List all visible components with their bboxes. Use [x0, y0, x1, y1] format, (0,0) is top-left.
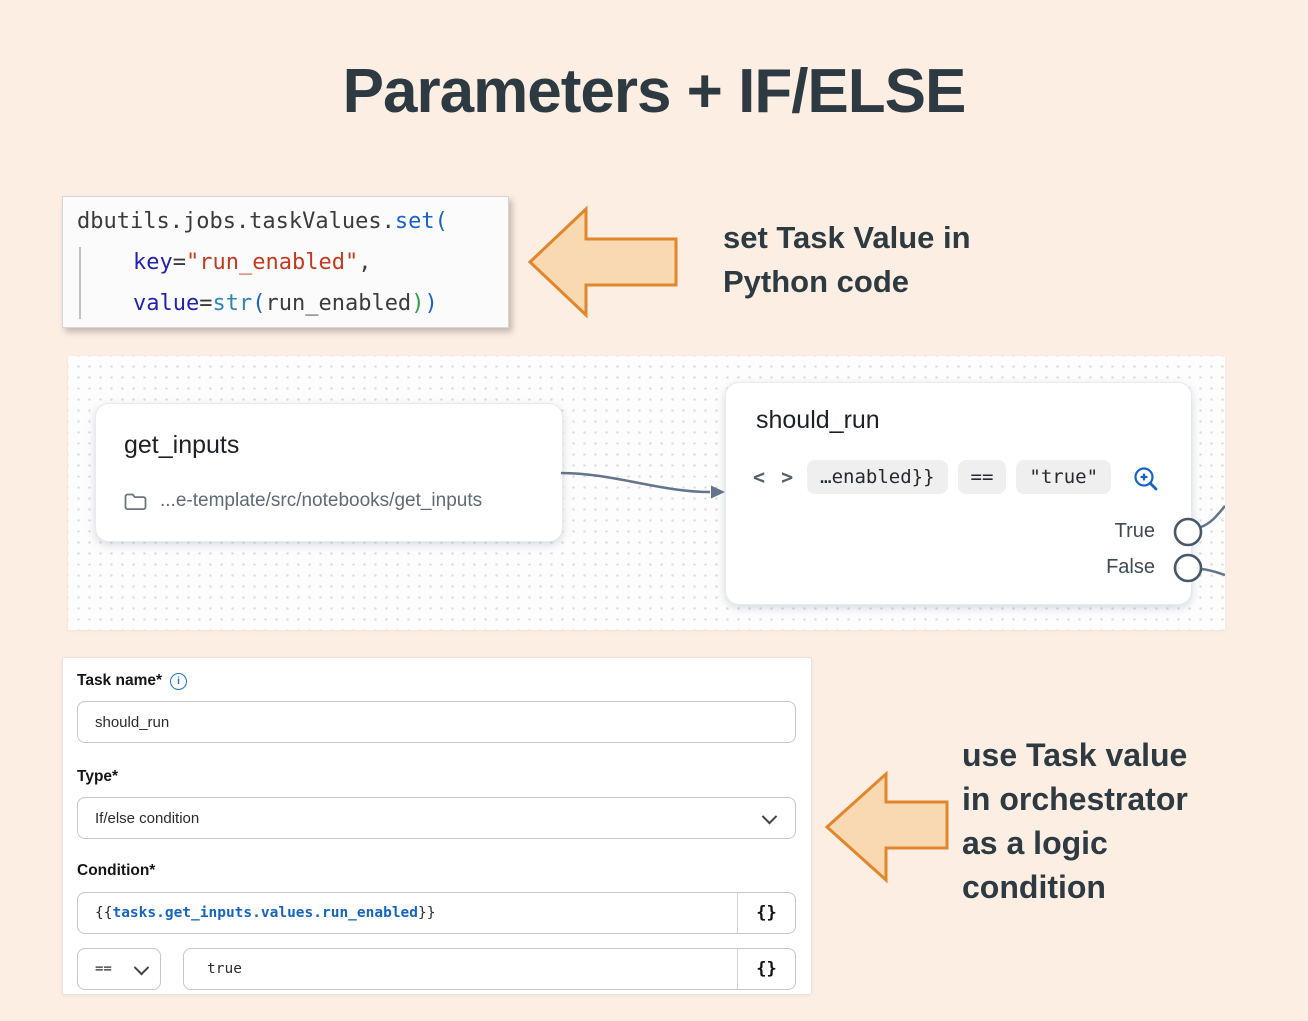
- operator-select[interactable]: ==: [77, 948, 161, 990]
- condition-right-chip: "true": [1016, 460, 1112, 494]
- left-arrow-icon: [527, 205, 678, 319]
- zoom-in-icon[interactable]: [1132, 465, 1160, 493]
- info-icon[interactable]: i: [170, 672, 188, 690]
- code-token: run_enabled: [265, 291, 412, 316]
- annotation-set-task-value: set Task Value in Python code: [723, 216, 971, 304]
- code-token: str: [212, 291, 253, 316]
- type-selected-value: If/else condition: [95, 809, 200, 827]
- condition-label: Condition*: [77, 862, 155, 880]
- code-token: (: [434, 209, 448, 234]
- edge-true-output: [1200, 505, 1225, 529]
- notebook-path: ...e-template/src/notebooks/get_inputs: [160, 490, 483, 511]
- annotation-line: in orchestrator: [962, 781, 1188, 817]
- annotation-line: use Task value: [962, 737, 1188, 773]
- annotation-use-task-value: use Task value in orchestrator as a logi…: [962, 733, 1188, 909]
- edge-arrowhead-icon: [711, 485, 725, 499]
- chevron-down-icon: [761, 808, 778, 825]
- annotation-line: as a logic: [962, 825, 1108, 861]
- code-token: key: [133, 250, 173, 275]
- code-token: ): [411, 291, 425, 316]
- true-port-label: True: [1114, 520, 1155, 542]
- annotation-line: condition: [962, 869, 1106, 905]
- code-token: =: [172, 250, 186, 275]
- code-token: "run_enabled": [186, 250, 359, 275]
- code-brackets-icon: < >: [753, 465, 796, 489]
- type-select[interactable]: If/else condition: [77, 797, 796, 839]
- annotation-line: set Task Value in: [723, 220, 971, 255]
- page-title: Parameters + IF/ELSE: [342, 57, 967, 126]
- condition-open-braces: {{: [95, 905, 113, 921]
- code-token: set: [394, 209, 435, 234]
- code-line-2: key="run_enabled",: [77, 242, 508, 283]
- indent-guide: [79, 247, 81, 319]
- task-name-label-text: Task name*: [77, 672, 163, 689]
- workflow-canvas: get_inputs ...e-template/src/notebooks/g…: [68, 356, 1225, 630]
- chevron-down-icon: [133, 959, 150, 976]
- condition-operator-chip: ==: [957, 460, 1007, 494]
- code-token: ): [424, 291, 438, 316]
- code-token: =: [199, 291, 213, 316]
- true-port-handle[interactable]: [1173, 517, 1203, 547]
- left-arrow-icon: [824, 770, 949, 884]
- operator-value: ==: [95, 961, 112, 977]
- condition-input[interactable]: {{tasks.get_inputs.values.run_enabled}} …: [77, 892, 796, 934]
- condition-label-text: Condition*: [77, 862, 156, 879]
- code-token: ,: [358, 250, 372, 275]
- node-title: get_inputs: [124, 431, 240, 459]
- task-config-panel: Task name* i should_run Type* If/else co…: [62, 657, 812, 995]
- comparison-value: true: [207, 961, 242, 977]
- code-token: dbutils.jobs.taskValues.: [77, 209, 395, 234]
- code-snippet: dbutils.jobs.taskValues.set( key="run_en…: [62, 196, 509, 328]
- code-token: (: [252, 291, 266, 316]
- insert-parameter-button[interactable]: {}: [737, 949, 795, 989]
- code-line-3: value=str(run_enabled)): [77, 283, 508, 324]
- task-name-label: Task name* i: [77, 672, 188, 690]
- insert-parameter-button[interactable]: {}: [737, 893, 795, 933]
- condition-close-braces: }}: [418, 905, 436, 921]
- condition-expression: tasks.get_inputs.values.run_enabled: [112, 905, 419, 921]
- false-port-label: False: [1106, 556, 1155, 578]
- node-title: should_run: [756, 406, 880, 434]
- code-line-1: dbutils.jobs.taskValues.set(: [77, 201, 508, 242]
- comparison-value-input[interactable]: true {}: [183, 948, 796, 990]
- folder-icon: [124, 493, 147, 510]
- edge-false-output: [1200, 567, 1225, 577]
- annotation-line: Python code: [723, 264, 910, 299]
- edge-get-inputs-to-should-run: [560, 471, 711, 494]
- type-label: Type*: [77, 768, 118, 786]
- condition-left-chip: …enabled}}: [807, 460, 948, 494]
- task-name-value: should_run: [95, 713, 170, 731]
- type-label-text: Type*: [77, 768, 119, 785]
- code-token: value: [133, 291, 200, 316]
- node-should-run[interactable]: should_run < > …enabled}} == "true" True…: [725, 382, 1192, 605]
- task-name-input[interactable]: should_run: [77, 701, 796, 743]
- node-get-inputs[interactable]: get_inputs ...e-template/src/notebooks/g…: [95, 403, 563, 542]
- false-port-handle[interactable]: [1173, 553, 1203, 583]
